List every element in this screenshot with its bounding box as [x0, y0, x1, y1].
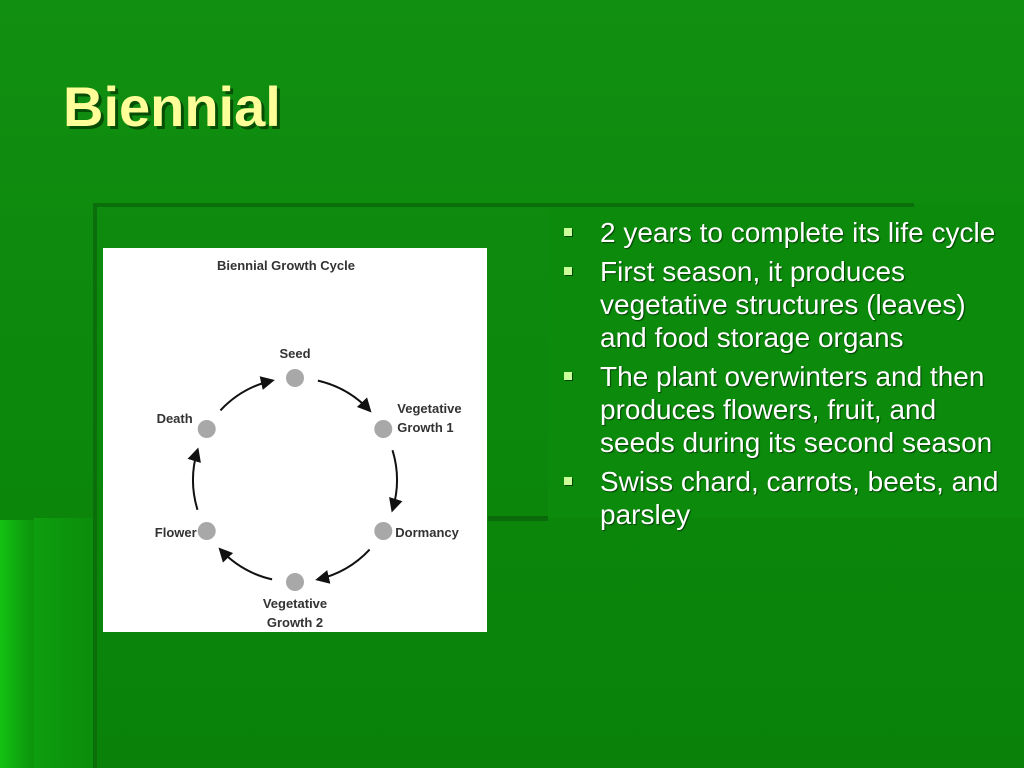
cycle-arrow	[218, 547, 273, 581]
frame-line-middle	[488, 516, 548, 521]
stage-label: Seed	[279, 346, 310, 361]
background-right-band	[548, 204, 1024, 518]
frame-line-top	[94, 203, 914, 207]
frame-line-left	[93, 203, 97, 768]
background-left-panel	[34, 518, 94, 768]
cycle-node	[286, 369, 304, 387]
bullet-text: Swiss chard, carrots, beets, and parsley	[600, 466, 999, 530]
slide-title: Biennial	[63, 75, 281, 138]
stage-label: Flower	[155, 525, 197, 540]
square-bullet-icon	[564, 477, 572, 485]
cycle-node	[374, 420, 393, 438]
cycle-arrow	[317, 379, 372, 413]
square-bullet-icon	[564, 228, 572, 236]
bullet-text: The plant overwinters and then produces …	[600, 361, 993, 458]
bullet-item: The plant overwinters and then produces …	[560, 360, 1000, 459]
cycle-node	[286, 573, 304, 591]
cycle-arrows	[187, 376, 403, 584]
bullet-text: First season, it produces vegetative str…	[600, 256, 966, 353]
bullet-item: 2 years to complete its life cycle	[560, 216, 1000, 249]
cycle-node	[197, 420, 216, 438]
stage-label: Dormancy	[395, 525, 459, 540]
cycle-arrow	[219, 376, 275, 412]
cycle-node	[197, 522, 216, 540]
cycle-arrow	[187, 447, 201, 511]
square-bullet-icon	[564, 267, 572, 275]
cycle-nodes	[197, 369, 393, 591]
background-left-glow	[0, 520, 40, 768]
square-bullet-icon	[564, 372, 572, 380]
cycle-arrow	[315, 548, 371, 584]
bullet-item: First season, it produces vegetative str…	[560, 255, 1000, 354]
diagram-title: Biennial Growth Cycle	[217, 258, 355, 273]
cycle-arrow	[389, 449, 403, 513]
cycle-node	[374, 522, 393, 540]
stage-label: Death	[157, 411, 193, 426]
bullet-item: Swiss chard, carrots, beets, and parsley	[560, 465, 1000, 531]
bullet-list: 2 years to complete its life cycle First…	[560, 216, 1000, 537]
bullet-text: 2 years to complete its life cycle	[600, 217, 996, 248]
